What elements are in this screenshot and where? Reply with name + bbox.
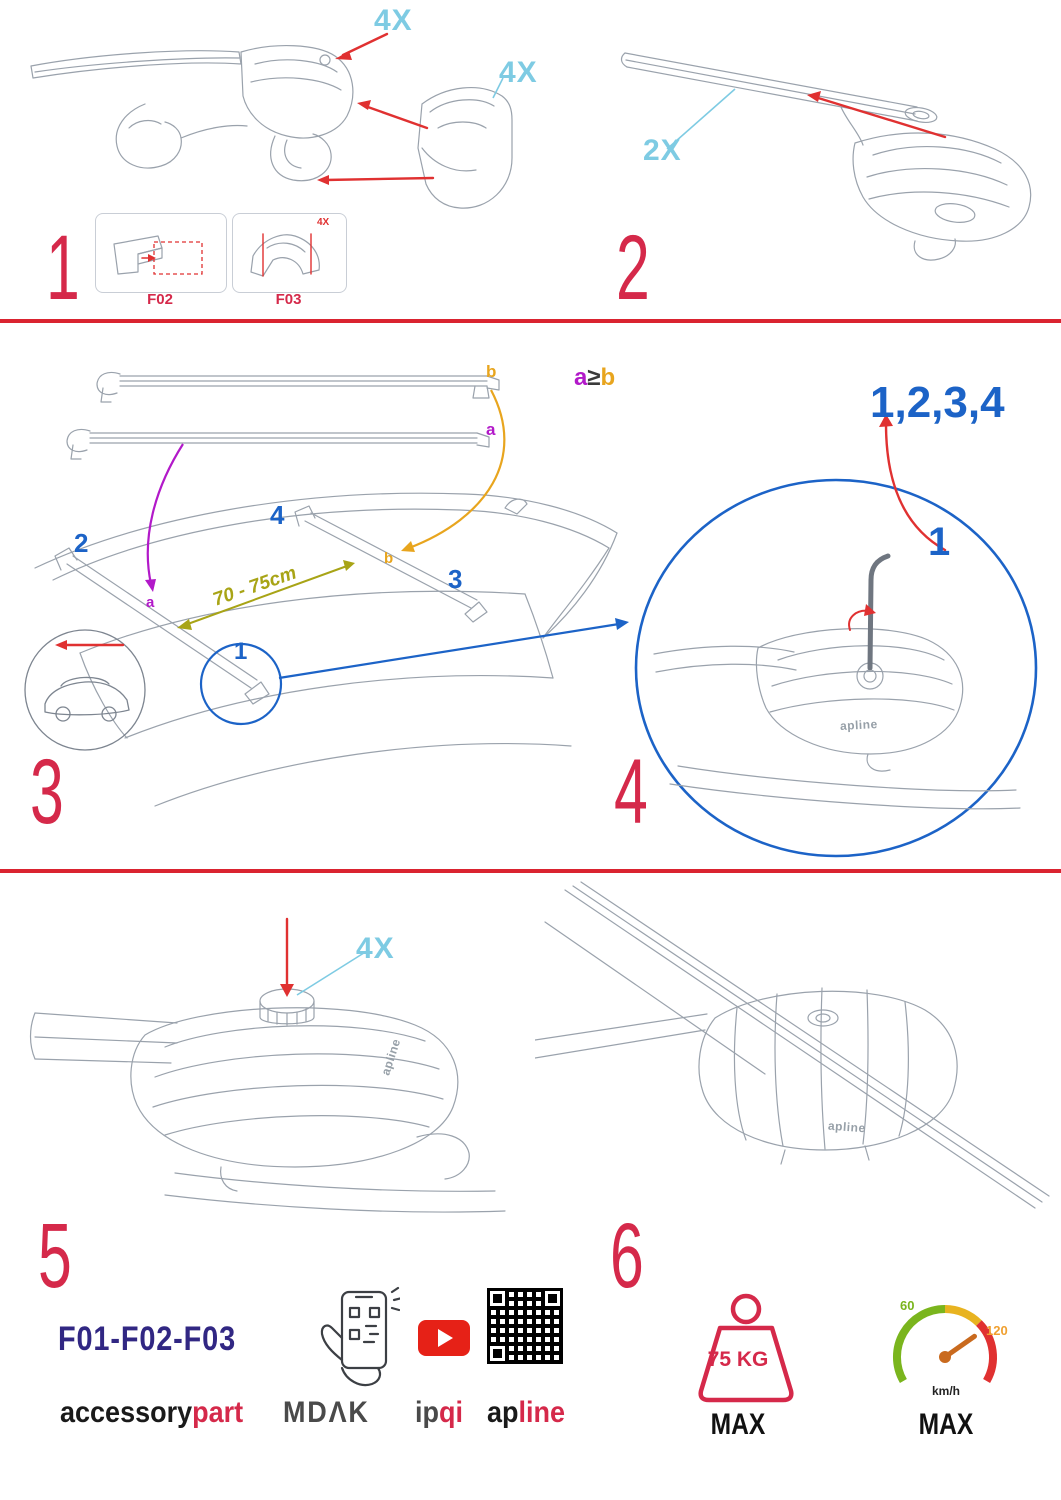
position-4: 4 bbox=[270, 500, 285, 530]
f02-part-illustration bbox=[113, 235, 203, 275]
cmp-a: a bbox=[574, 364, 588, 391]
logo-ipqi: ipqi bbox=[415, 1396, 463, 1430]
bar-label-a: a bbox=[486, 420, 496, 439]
step3-number: 3 bbox=[30, 741, 64, 843]
step1-red-arrows bbox=[317, 32, 504, 185]
length-comparison: a≥b bbox=[574, 364, 615, 392]
step5-mounted-clamp-illustration bbox=[535, 881, 1050, 1209]
car-direction-inset bbox=[24, 629, 146, 751]
logo-accessorypart: accessorypart bbox=[60, 1396, 243, 1430]
step1-clamp-cover-illustration bbox=[30, 32, 513, 209]
max-weight-value: 75 KG bbox=[707, 1348, 769, 1371]
logo-line-text: line bbox=[518, 1396, 566, 1429]
max-speed-label: MAX bbox=[918, 1408, 974, 1441]
step1-qty-label-b: 4X bbox=[499, 56, 538, 89]
sequence-start: 1 bbox=[928, 520, 951, 564]
step1-inset-f02 bbox=[95, 213, 227, 293]
step1-inset-f03 bbox=[232, 213, 347, 293]
speedometer-needle bbox=[942, 1333, 977, 1360]
speedometer-icon bbox=[893, 1305, 997, 1383]
position-3: 3 bbox=[448, 564, 463, 594]
cmp-b: b bbox=[600, 364, 616, 391]
zoom-circle bbox=[634, 478, 1038, 858]
step2-qty-label: 2X bbox=[643, 134, 682, 167]
speed-unit-label: km/h bbox=[931, 1384, 960, 1398]
logo-ap-text: ap bbox=[487, 1396, 519, 1429]
roof-label-b: b bbox=[384, 550, 394, 567]
max-weight-icon bbox=[698, 1293, 794, 1403]
logo-part-text: part bbox=[192, 1396, 244, 1429]
step5-qty-label: 4X bbox=[356, 932, 395, 965]
step4-number: 4 bbox=[614, 741, 648, 843]
logo-accessory-text: accessory bbox=[60, 1396, 193, 1429]
qr-finder-bottom-left bbox=[487, 1343, 508, 1364]
front-clamp-highlight-circle bbox=[199, 642, 283, 726]
step5-number: 5 bbox=[38, 1205, 72, 1307]
step2-number: 2 bbox=[616, 217, 650, 319]
step1-number: 1 bbox=[46, 217, 80, 319]
bar-label-b: b bbox=[486, 362, 497, 381]
part-code-f02: F02 bbox=[147, 291, 173, 308]
logo-mdak: MDΛK bbox=[283, 1396, 370, 1429]
step1-inset-qty-label: 4X bbox=[317, 217, 330, 228]
product-codes: F01-F02-F03 bbox=[58, 1320, 236, 1358]
logo-ip-text: ip bbox=[415, 1396, 440, 1429]
step5-knob-illustration bbox=[29, 917, 506, 1213]
max-weight-label: MAX bbox=[710, 1408, 766, 1441]
step3-roof-placement-illustration bbox=[24, 371, 629, 807]
qr-finder-top-right bbox=[542, 1288, 563, 1309]
speed-low-label: 60 bbox=[900, 1298, 915, 1313]
scan-qr-phone-icon bbox=[320, 1286, 400, 1387]
speed-high-label: 120 bbox=[986, 1323, 1008, 1338]
section-divider-top bbox=[0, 319, 1061, 323]
allen-key-icon bbox=[867, 553, 891, 671]
step4-tightening-illustration bbox=[634, 414, 1038, 858]
brand-on-part: apline bbox=[827, 1118, 867, 1136]
tightening-sequence: 1,2,3,4 bbox=[870, 378, 1005, 427]
step1-qty-label-a: 4X bbox=[374, 4, 413, 37]
position-2: 2 bbox=[74, 528, 89, 558]
roof-label-a: a bbox=[146, 594, 155, 611]
step2-bar-insertion-illustration bbox=[620, 52, 1032, 261]
part-code-f03: F03 bbox=[275, 291, 302, 308]
brand-on-part: apline bbox=[839, 717, 879, 733]
logo-qi-text: qi bbox=[439, 1396, 464, 1429]
logo-apline: apline bbox=[487, 1396, 565, 1430]
qr-code[interactable] bbox=[487, 1288, 563, 1364]
qr-finder-top-left bbox=[487, 1288, 508, 1309]
section-divider-bottom bbox=[0, 869, 1061, 873]
youtube-icon[interactable] bbox=[418, 1320, 470, 1356]
cmp-ge: ≥ bbox=[587, 364, 601, 391]
step6-number: 6 bbox=[610, 1205, 644, 1307]
play-icon bbox=[438, 1329, 453, 1347]
f03-part-illustration bbox=[250, 233, 320, 277]
position-1: 1 bbox=[234, 638, 248, 665]
